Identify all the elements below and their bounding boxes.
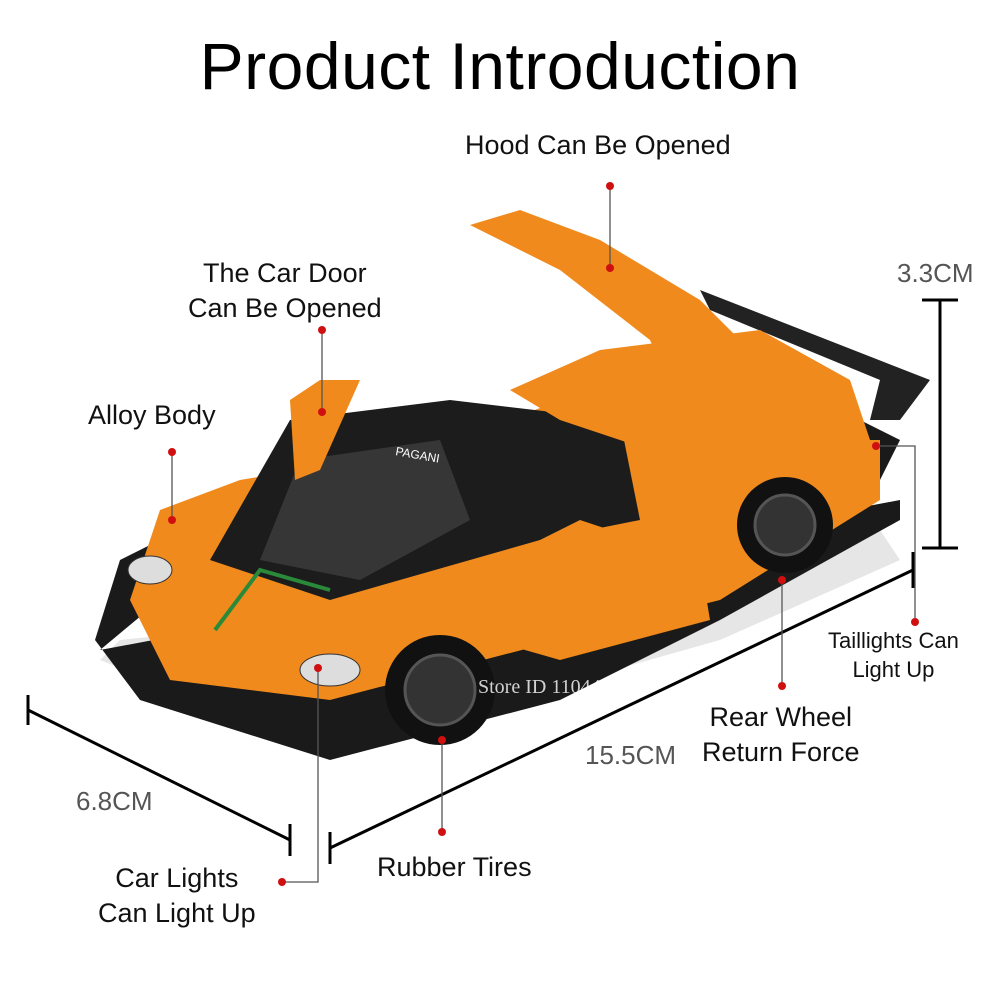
- windshield: [260, 440, 470, 580]
- green-stripe: [213, 567, 331, 632]
- label-rear-wheel-line1: Rear Wheel: [709, 702, 853, 732]
- callout-markers: [168, 182, 919, 886]
- dimension-length: 15.5CM: [585, 740, 677, 770]
- car-model: PAGANI: [95, 210, 930, 760]
- open-left-door: [290, 380, 360, 480]
- label-taillights-line2: Light Up: [852, 657, 935, 682]
- store-watermark: Store ID 1104404281: [478, 676, 651, 698]
- rear-rim: [753, 493, 817, 557]
- label-taillights: Taillights Can Light Up: [828, 626, 959, 684]
- rear-wing: [700, 290, 930, 420]
- label-hood: Hood Can Be Opened: [465, 130, 731, 160]
- label-car-door-line1: The Car Door: [203, 258, 367, 288]
- callout-lines: [171, 186, 916, 883]
- dimension-width: 6.8CM: [76, 786, 153, 816]
- label-alloy-body: Alloy Body: [88, 400, 216, 430]
- label-taillights-line1: Taillights Can: [828, 628, 959, 653]
- label-car-door: The Car Door Can Be Opened: [188, 256, 382, 326]
- rear-fender: [510, 330, 870, 470]
- label-car-lights-line1: Car Lights: [115, 863, 239, 893]
- label-car-door-line2: Can Be Opened: [188, 293, 382, 323]
- front-rim: [403, 653, 477, 727]
- page-title: Product Introduction: [199, 29, 801, 103]
- label-rubber-tires: Rubber Tires: [377, 852, 532, 882]
- label-car-lights-line2: Can Light Up: [98, 898, 256, 928]
- label-car-lights: Car Lights Can Light Up: [98, 861, 256, 931]
- dimension-lines: [26, 298, 958, 864]
- open-door: [490, 520, 710, 660]
- label-rear-wheel: Rear Wheel Return Force: [702, 700, 860, 770]
- label-rear-wheel-line2: Return Force: [702, 737, 860, 767]
- dimension-height: 3.3CM: [897, 258, 974, 288]
- headlight-left: [127, 555, 173, 585]
- headlight-right: [299, 653, 361, 687]
